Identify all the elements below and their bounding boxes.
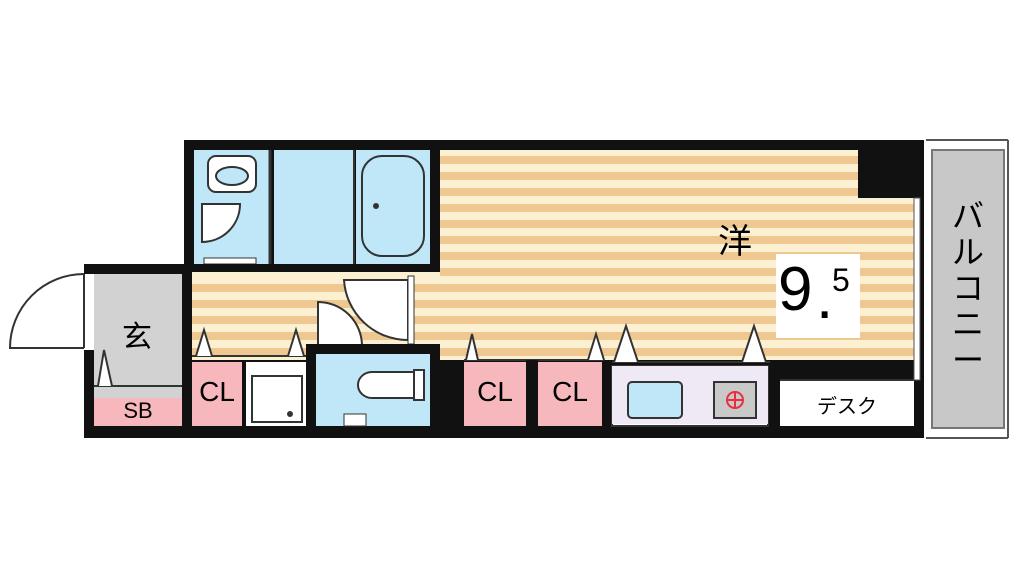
- balcony-char-4: ニ: [951, 305, 984, 343]
- shoe-box: [94, 398, 182, 426]
- closet-3-label: CL: [552, 376, 588, 407]
- bathroom-door: [342, 279, 409, 342]
- closet-1-label: CL: [199, 376, 235, 407]
- washing-machine-pan: [251, 375, 303, 423]
- shoe-box-door: [97, 349, 113, 387]
- floor-stripe: [440, 300, 916, 308]
- floor-stripe: [440, 316, 916, 324]
- shoe-box-label: SB: [123, 398, 153, 423]
- floor-stripe: [440, 188, 916, 196]
- bathroom: [274, 150, 354, 264]
- bathtub-drain: [373, 203, 379, 209]
- floor-stripe: [440, 268, 916, 276]
- floor-stripe: [192, 284, 442, 292]
- area-whole: 9: [778, 255, 813, 324]
- area-decimal: 5: [832, 262, 850, 298]
- window: [913, 197, 921, 381]
- floor-stripe: [440, 284, 916, 292]
- washroom-shelf: [203, 257, 257, 265]
- western-room-label: 洋: [718, 222, 752, 262]
- kitchen-sink: [627, 381, 683, 419]
- balcony-char-3: コ: [951, 269, 984, 307]
- floor-stripe: [440, 332, 916, 340]
- sink-bowl: [215, 166, 249, 186]
- entrance-door: [8, 273, 85, 349]
- closet-3: [538, 362, 602, 426]
- closet-1: [192, 362, 242, 426]
- desk-label: デスク: [817, 394, 877, 418]
- floor-stripe: [440, 204, 916, 212]
- closet-2-label: CL: [477, 376, 513, 407]
- entrance-label: 玄: [122, 320, 152, 355]
- toilet: [357, 371, 415, 399]
- pillar: [858, 140, 924, 198]
- area-dot: .: [816, 263, 834, 332]
- area-label-box: [776, 254, 860, 338]
- floor-stripe: [440, 252, 916, 260]
- closet-2: [464, 362, 526, 426]
- floor-stripe: [440, 236, 916, 244]
- outside-area: [84, 140, 184, 264]
- balcony-label: バ ル コ ニ ー: [948, 198, 988, 378]
- washroom-door: [201, 203, 242, 244]
- floor-stripe: [440, 348, 916, 356]
- desk: [780, 380, 914, 426]
- balcony-char-1: バ: [951, 197, 984, 235]
- floor-stripe: [440, 172, 916, 180]
- floor-stripe: [440, 156, 916, 164]
- floor-stripe: [440, 220, 916, 228]
- bathtub: [361, 155, 425, 257]
- balcony-char-2: ル: [951, 233, 984, 271]
- stove: [713, 381, 757, 419]
- balcony-char-5: ー: [951, 341, 984, 379]
- balcony-floor: [931, 149, 1005, 429]
